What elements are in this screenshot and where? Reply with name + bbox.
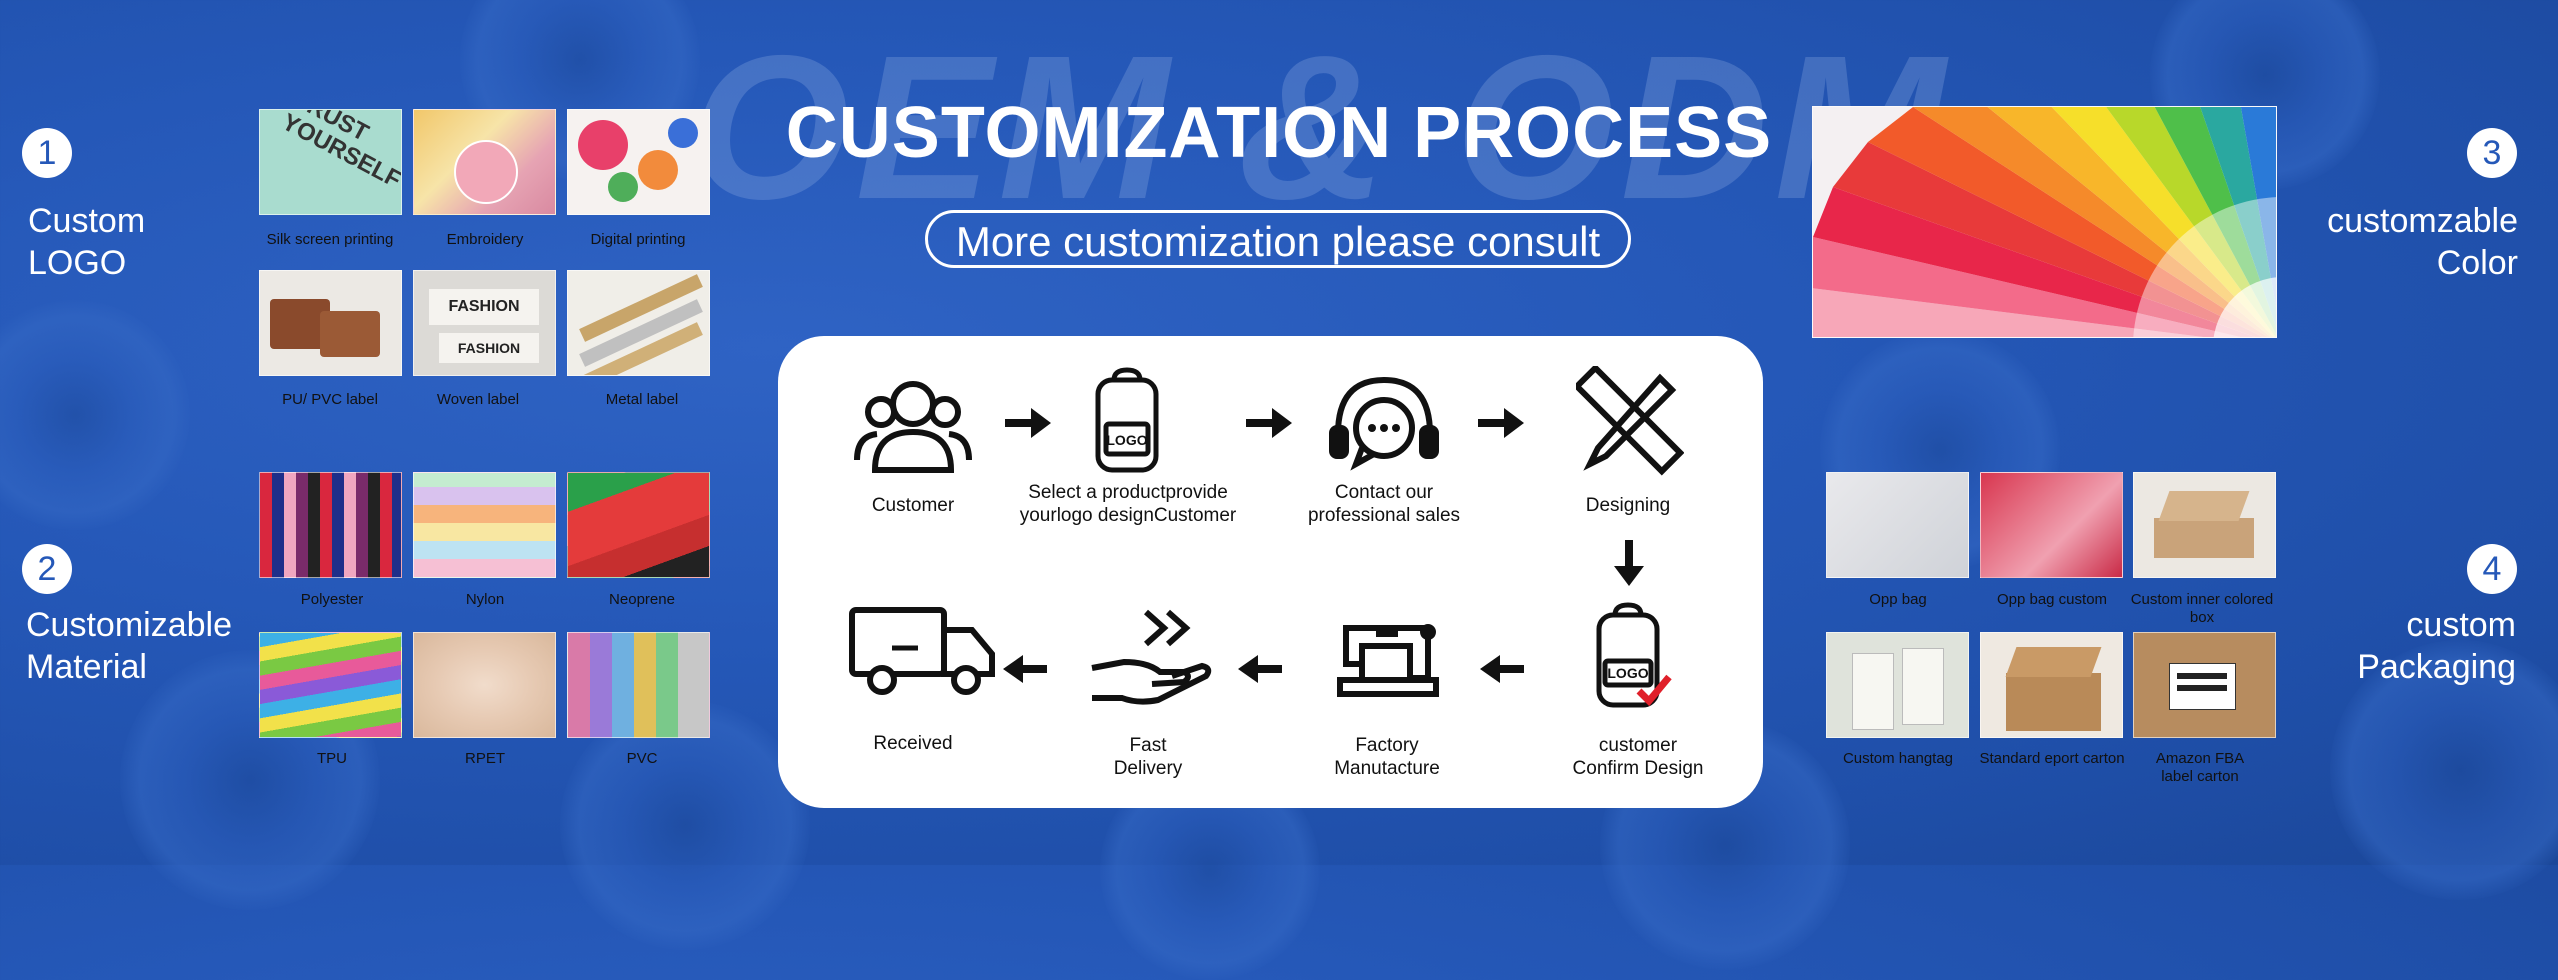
material-item-label: Polyester	[300, 591, 364, 608]
logo-item-label: Digital printing	[590, 231, 686, 248]
logo-item-label: Embroidery	[446, 231, 524, 248]
backpack-logo-text: LOGO	[1607, 665, 1648, 681]
step-label-line: Delivery	[1113, 758, 1183, 779]
section-number-2: 2	[22, 544, 72, 594]
step-customer-label: Customer	[871, 495, 955, 516]
packaging-item-label: Amazon FBA label carton	[2155, 750, 2245, 785]
fast-delivery-hand-icon	[1091, 609, 1212, 705]
section-label-line: customzable	[2327, 202, 2518, 240]
material-item-label: Neoprene	[609, 591, 675, 608]
pu-pvc-label-image	[259, 270, 402, 376]
step-contact-sales-label: Contact our professional sales	[1284, 481, 1484, 527]
material-item-label: PVC	[626, 750, 658, 767]
logo-item-label: Silk screen printing	[266, 231, 394, 248]
material-item-label: Nylon	[465, 591, 505, 608]
section-number-3: 3	[2467, 128, 2517, 178]
section-number-4: 4	[2467, 544, 2517, 594]
logo-item-label: Metal label	[605, 391, 679, 408]
rpet-image	[413, 632, 556, 738]
logo-item-label: PU/ PVC label	[282, 391, 378, 408]
section-label-line: custom	[2406, 606, 2516, 644]
woven-label-text: FASHION	[439, 333, 539, 363]
section-label-line: Color	[2436, 244, 2518, 282]
packaging-item-label: Custom hangtag	[1842, 750, 1954, 767]
amazon-fba-carton-image	[2133, 632, 2276, 738]
neoprene-image	[567, 472, 710, 578]
step-label-line: Manutacture	[1334, 758, 1440, 779]
opp-bag-custom-image	[1980, 472, 2123, 578]
step-label-line: Fast	[1129, 735, 1167, 756]
arrow-right-icon	[1246, 408, 1292, 438]
custom-hangtag-image	[1826, 632, 1969, 738]
step-select-product-label: Select a productprovide yourlogo designC…	[1006, 481, 1250, 527]
step-factory-label: Factory Manutacture	[1302, 734, 1472, 780]
pvc-image	[567, 632, 710, 738]
woven-label-image: FASHION FASHION	[413, 270, 556, 376]
polyester-image	[259, 472, 402, 578]
step-label-line: customer	[1598, 735, 1678, 756]
arrow-left-icon	[1480, 655, 1524, 683]
backpack-logo-icon: LOGO	[1095, 367, 1159, 473]
arrow-left-icon	[1238, 655, 1282, 683]
section-label-line: Packaging	[2357, 648, 2516, 686]
packaging-item-label: Opp bag	[1869, 591, 1927, 608]
digital-printing-image	[567, 109, 710, 215]
backpack-logo-text: LOGO	[1106, 432, 1147, 448]
opp-bag-image	[1826, 472, 1969, 578]
color-palette-image	[1812, 106, 2277, 338]
watermark-text: OEM & ODM	[690, 13, 1952, 242]
step-confirm-design-label: customer Confirm Design	[1538, 734, 1738, 780]
section-label-line: Custom	[28, 202, 146, 240]
sewing-machine-icon	[1337, 624, 1439, 697]
standard-export-carton-image	[1980, 632, 2123, 738]
woven-label-text: FASHION	[429, 289, 539, 325]
step-fast-delivery-label: Fast Delivery	[1068, 734, 1228, 780]
packaging-item-label: Custom inner colored box	[2130, 591, 2274, 626]
step-label-line: Factory	[1355, 735, 1419, 756]
logo-item-label: Woven label	[436, 391, 520, 408]
customer-icon	[854, 381, 972, 473]
step-label-line: professional sales	[1307, 505, 1461, 526]
material-item-label: TPU	[317, 750, 347, 767]
step-label-line: Confirm Design	[1572, 758, 1704, 779]
packaging-item-label: Opp bag custom	[1996, 591, 2108, 608]
step-designing-label: Designing	[1585, 495, 1671, 516]
delivery-truck-icon	[849, 607, 995, 695]
section-label-material: Customizable Material	[26, 604, 232, 688]
sales-chat-icon	[1329, 376, 1439, 471]
arrow-right-icon	[1478, 408, 1524, 438]
color-fan-graphic	[1813, 107, 2276, 337]
page-title: CUSTOMIZATION PROCESS	[785, 93, 1773, 173]
process-panel: LOGO Customer Select a productprovide yo…	[778, 336, 1763, 808]
embroidery-image	[413, 109, 556, 215]
section-number-1: 1	[22, 128, 72, 178]
step-label-line: yourlogo designCustomer	[1019, 505, 1237, 526]
section-label-packaging: custom Packaging	[2357, 604, 2516, 688]
section-label-line: LOGO	[28, 244, 127, 282]
arrow-down-icon	[1614, 540, 1644, 586]
section-label-color: customzable Color	[2327, 200, 2518, 284]
section-label-logo: Custom LOGO	[28, 200, 145, 284]
design-ruler-pencil-icon	[1576, 366, 1684, 476]
arrow-right-icon	[1005, 408, 1051, 438]
section-label-line: Material	[26, 648, 147, 686]
red-check-mark	[1636, 674, 1672, 707]
inner-colored-box-image	[2133, 472, 2276, 578]
section-label-line: Customizable	[26, 606, 232, 644]
consult-button[interactable]: More customization please consult	[925, 210, 1631, 268]
step-received-label: Received	[873, 733, 953, 754]
material-item-label: RPET	[464, 750, 505, 767]
tpu-image	[259, 632, 402, 738]
step-label-line: Contact our	[1334, 482, 1434, 503]
arrow-left-icon	[1003, 655, 1047, 683]
packaging-item-label: Standard eport carton	[1979, 750, 2125, 767]
step-label-line: Select a productprovide	[1028, 482, 1228, 503]
metal-label-image	[567, 270, 710, 376]
nylon-image	[413, 472, 556, 578]
silk-screen-printing-image: TRUST YOURSELF	[259, 109, 402, 215]
confirm-design-backpack-icon: LOGO	[1596, 602, 1672, 708]
